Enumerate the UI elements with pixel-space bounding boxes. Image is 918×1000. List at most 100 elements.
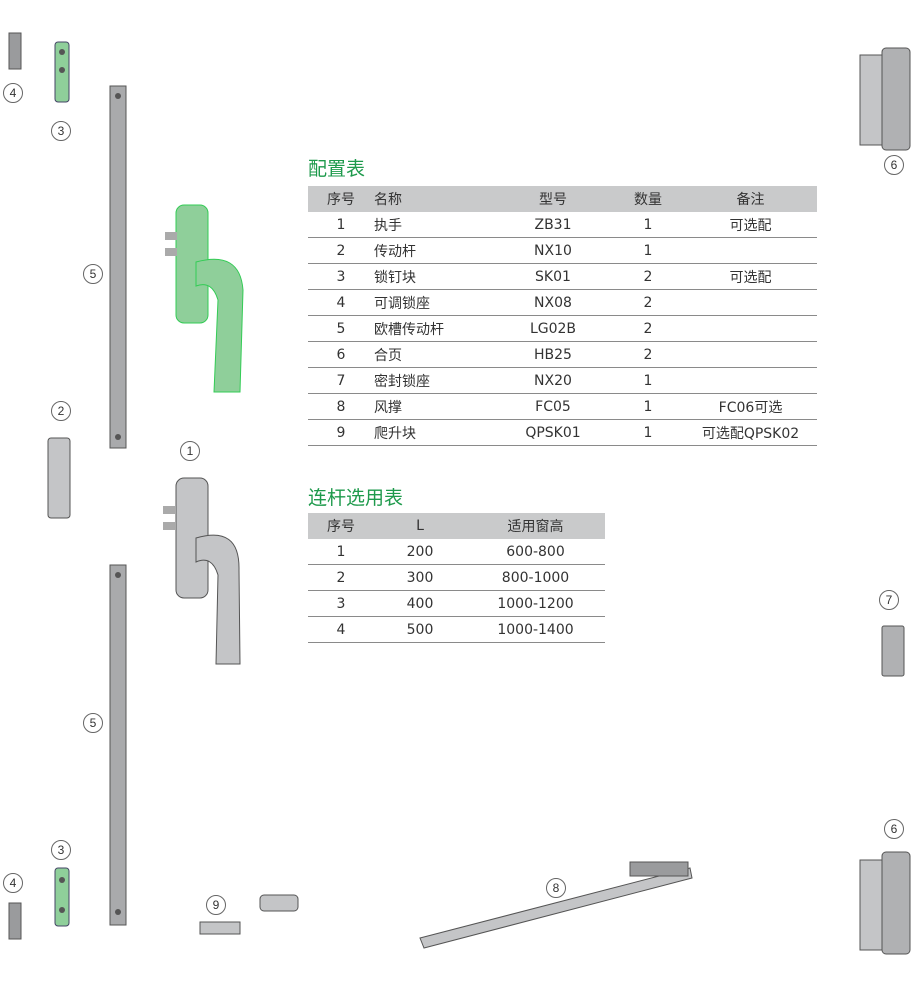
seal-lock-seat bbox=[881, 625, 905, 677]
table-cell: LG02B bbox=[494, 315, 612, 342]
col-header: 序号 bbox=[308, 186, 374, 212]
table-cell: 1 bbox=[308, 539, 374, 565]
table-cell: 可选配 bbox=[684, 212, 817, 238]
table-cell: 400 bbox=[374, 590, 466, 617]
hinge-top bbox=[859, 47, 911, 151]
callout-5: 5 bbox=[83, 264, 103, 284]
table-cell: SK01 bbox=[494, 263, 612, 290]
callout-8: 8 bbox=[546, 878, 566, 898]
table-cell: 执手 bbox=[374, 212, 494, 238]
col-header: 数量 bbox=[612, 186, 684, 212]
table-cell: 1 bbox=[612, 212, 684, 238]
table-cell: 1 bbox=[612, 419, 684, 446]
table-cell: NX10 bbox=[494, 237, 612, 264]
table-cell: 800-1000 bbox=[466, 564, 605, 591]
table-cell: NX08 bbox=[494, 289, 612, 316]
table-cell: 2 bbox=[612, 341, 684, 368]
link-table-title: 连杆选用表 bbox=[308, 487, 404, 509]
table-cell: 600-800 bbox=[466, 539, 605, 565]
table-cell: 2 bbox=[612, 315, 684, 342]
col-header: 备注 bbox=[684, 186, 817, 212]
table-cell: 3 bbox=[308, 263, 374, 290]
table-cell: 2 bbox=[308, 564, 374, 591]
table-cell: 3 bbox=[308, 590, 374, 617]
col-header: 适用窗高 bbox=[466, 513, 605, 539]
table-cell: 1 bbox=[612, 367, 684, 394]
table-cell: 500 bbox=[374, 616, 466, 643]
table-cell: 300 bbox=[374, 564, 466, 591]
table-cell: 锁钉块 bbox=[374, 263, 494, 290]
table-cell: 可选配 bbox=[684, 263, 817, 290]
col-header: L bbox=[374, 513, 466, 539]
table-cell: 爬升块 bbox=[374, 419, 494, 446]
lock-seat-top bbox=[8, 32, 22, 70]
table-cell: 8 bbox=[308, 393, 374, 420]
handle-gray bbox=[163, 477, 241, 665]
table-cell: 2 bbox=[308, 237, 374, 264]
table-cell: 传动杆 bbox=[374, 237, 494, 264]
table-cell bbox=[684, 289, 817, 316]
hinge-bottom bbox=[859, 851, 911, 955]
table-cell: 7 bbox=[308, 367, 374, 394]
table-cell: 1000-1400 bbox=[466, 616, 605, 643]
table-cell: 200 bbox=[374, 539, 466, 565]
table-cell: 4 bbox=[308, 616, 374, 643]
table-cell: 5 bbox=[308, 315, 374, 342]
table-cell: 1 bbox=[308, 212, 374, 238]
table-header-row: 序号 L 适用窗高 bbox=[308, 513, 605, 539]
col-header: 型号 bbox=[494, 186, 612, 212]
lock-seat-bottom bbox=[8, 902, 22, 940]
table-cell bbox=[684, 237, 817, 264]
table-cell: 9 bbox=[308, 419, 374, 446]
callout-3: 3 bbox=[51, 840, 71, 860]
table-cell: 2 bbox=[612, 289, 684, 316]
callout-5: 5 bbox=[83, 713, 103, 733]
table-cell: 2 bbox=[612, 263, 684, 290]
handle-green bbox=[165, 204, 244, 393]
table-cell: 风撑 bbox=[374, 393, 494, 420]
callout-4: 4 bbox=[3, 83, 23, 103]
table-cell: 合页 bbox=[374, 341, 494, 368]
table-cell: FC05 bbox=[494, 393, 612, 420]
callout-1: 1 bbox=[180, 441, 200, 461]
table-cell: 4 bbox=[308, 289, 374, 316]
table-cell: 6 bbox=[308, 341, 374, 368]
table-cell: 1000-1200 bbox=[466, 590, 605, 617]
friction-stay bbox=[419, 861, 693, 949]
table-cell: HB25 bbox=[494, 341, 612, 368]
callout-2: 2 bbox=[51, 401, 71, 421]
callout-3: 3 bbox=[51, 121, 71, 141]
table-cell: 可选配QPSK02 bbox=[684, 419, 817, 446]
transmission-rod-bottom bbox=[109, 564, 127, 926]
table-cell: 密封锁座 bbox=[374, 367, 494, 394]
callout-7: 7 bbox=[879, 590, 899, 610]
callout-6: 6 bbox=[884, 155, 904, 175]
table-cell: 1 bbox=[612, 393, 684, 420]
table-cell: FC06可选 bbox=[684, 393, 817, 420]
table-cell: NX20 bbox=[494, 367, 612, 394]
callout-9: 9 bbox=[206, 895, 226, 915]
col-header: 名称 bbox=[374, 186, 494, 212]
table-cell: 可调锁座 bbox=[374, 289, 494, 316]
callout-6: 6 bbox=[884, 819, 904, 839]
climbing-block bbox=[199, 894, 299, 935]
col-header: 序号 bbox=[308, 513, 374, 539]
transmission-bar bbox=[47, 437, 71, 519]
lock-pin-block-bottom bbox=[54, 867, 70, 927]
lock-pin-block-top bbox=[54, 41, 70, 103]
